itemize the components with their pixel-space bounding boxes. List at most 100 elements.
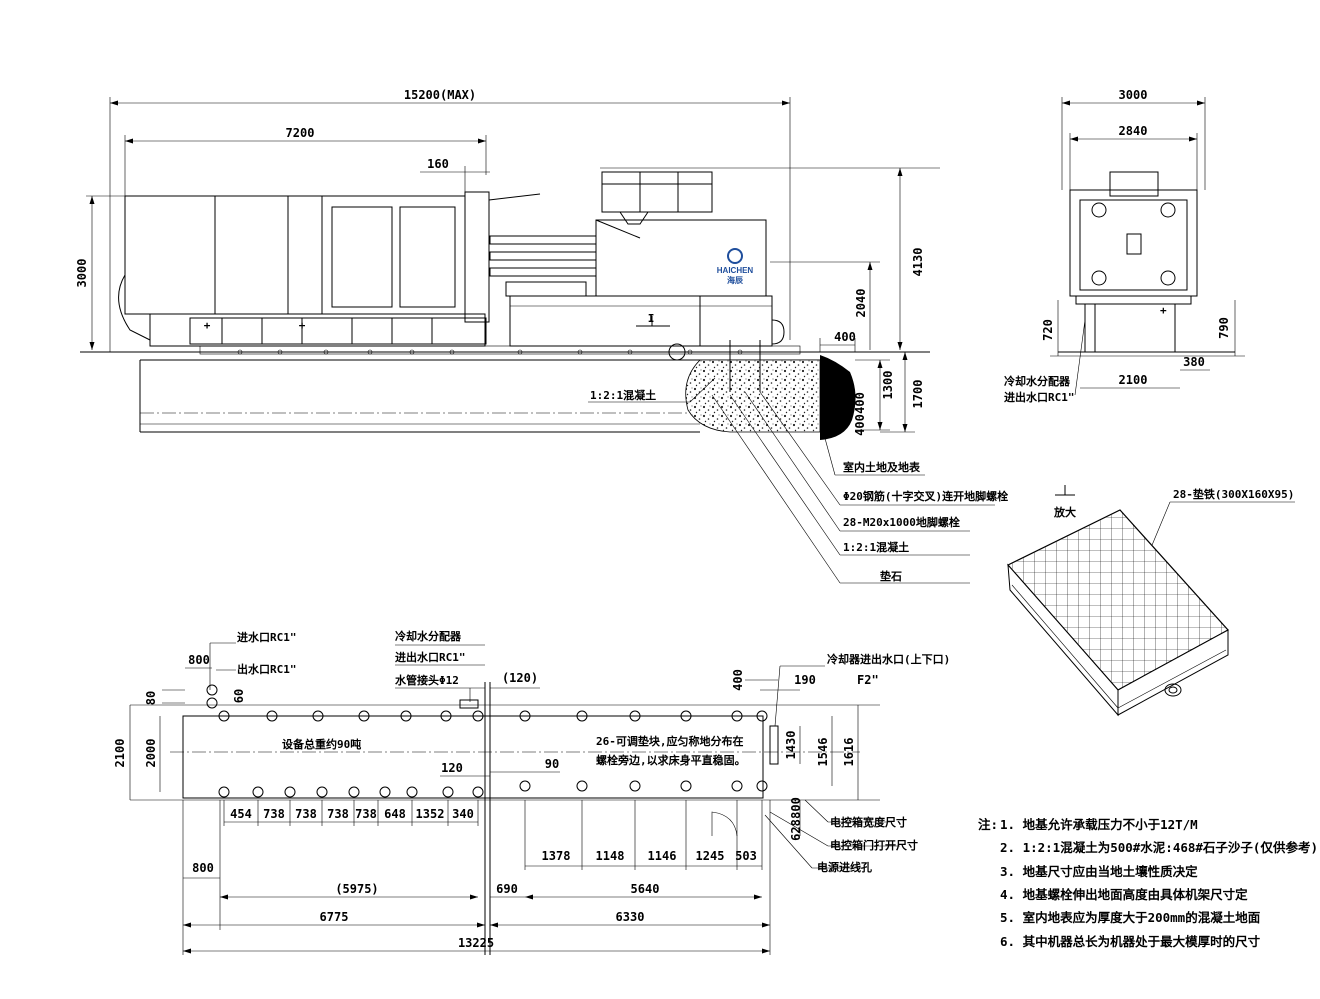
dim-plan-13225: 13225 xyxy=(458,936,494,950)
dim-end-720: 720 xyxy=(1041,319,1055,341)
dim-pit-width: 400 xyxy=(834,330,856,344)
right-seg-3: 1245 xyxy=(696,849,725,863)
right-seg-0: 1378 xyxy=(542,849,571,863)
leader-lines xyxy=(588,377,995,584)
end-view-machine: + xyxy=(1058,171,1235,396)
dim-plan-800-left: 800 xyxy=(192,861,214,875)
dim-end-380: 380 xyxy=(1183,355,1205,369)
label-cabinet-width: 电控箱宽度尺寸 xyxy=(830,815,907,829)
left-seg-6: 1352 xyxy=(416,807,445,821)
right-segment-row: 1378 1148 1146 1245 503 xyxy=(524,800,763,870)
label-pad-note-2: 螺栓旁边,以求床身平直稳固。 xyxy=(596,753,746,767)
dim-end-2100: 2100 xyxy=(1119,373,1148,387)
note-2: 2. 1:2:1混凝土为500#水泥:468#石子沙子(仅供参考) xyxy=(1000,840,1318,855)
logo-text-cn: 海辰 xyxy=(727,275,743,285)
base-frame: + + xyxy=(149,313,487,347)
dim-plan-1616: 1616 xyxy=(842,738,856,767)
end-plus-mark: + xyxy=(1160,304,1167,317)
right-seg-2: 1146 xyxy=(648,849,677,863)
label-water-io-end: 进出水口RC1" xyxy=(1004,390,1075,404)
label-concrete-left: 1:2:1混凝土 xyxy=(590,388,656,402)
label-water-out: 出水口RC1" xyxy=(237,662,297,676)
label-f2: F2" xyxy=(857,673,879,687)
left-seg-7: 340 xyxy=(452,807,474,821)
left-seg-1: 738 xyxy=(263,807,285,821)
dim-plan-1546: 1546 xyxy=(816,738,830,767)
label-hose: 水管接头Φ12 xyxy=(395,673,459,687)
left-seg-0: 454 xyxy=(230,807,252,821)
dim-end-3000: 3000 xyxy=(1119,88,1148,102)
side-view: 15200(MAX) 7200 160 3000 4130 2040 xyxy=(75,88,1008,584)
haichen-logo: HAICHEN 海辰 xyxy=(717,248,753,285)
note-6: 6. 其中机器总长为机器处于最大模厚时的尺寸 xyxy=(1000,934,1261,949)
dim-lines-vertical xyxy=(86,167,940,350)
note-5: 5. 室内地表应为厚度大于200mm的混凝土地面 xyxy=(1000,910,1261,925)
dim-lines-top xyxy=(109,97,791,352)
right-seg-4: 503 xyxy=(735,849,757,863)
dim-height-4130: 4130 xyxy=(911,248,925,277)
foundation-section xyxy=(80,340,930,440)
label-total-weight: 设备总重约90吨 xyxy=(282,737,361,751)
label-water-in: 进水口RC1" xyxy=(237,630,297,644)
label-pad-note-1: 26-可调垫块,应匀称地分布在 xyxy=(596,734,744,748)
dim-plan-6775: 6775 xyxy=(320,910,349,924)
dim-pit-1700: 1700 xyxy=(911,380,925,409)
note-1: 1. 地基允许承载压力不小于12T/M xyxy=(1000,817,1198,832)
dim-plan-628: 628 xyxy=(789,819,803,841)
label-cooling-io: 冷却器进出水口(上下口) xyxy=(827,652,950,666)
detail-mark-caption: 放大 xyxy=(1053,505,1076,519)
end-view: 3000 2840 720 790 2100 380 + 冷却水分配器 进出水口… xyxy=(1004,88,1245,404)
label-cooling-manifold-end: 冷却水分配器 xyxy=(1004,374,1071,388)
dim-offset-160: 160 xyxy=(427,157,449,171)
dim-plan-800-top: 800 xyxy=(188,653,210,667)
right-seg-1: 1148 xyxy=(596,849,625,863)
dim-plan-1430: 1430 xyxy=(784,731,798,760)
left-segment-row: 454 738 738 738 738 648 1352 340 xyxy=(223,800,479,826)
label-concrete-right: 1:2:1混凝土 xyxy=(843,540,909,554)
dim-plan-190: 190 xyxy=(794,673,816,687)
dim-plan-6330: 6330 xyxy=(616,910,645,924)
leveling-pad xyxy=(1007,509,1229,717)
dim-pit-1300: 1300 xyxy=(881,371,895,400)
dim-clamp-length: 7200 xyxy=(286,126,315,140)
dim-plan-800-cab: 800 xyxy=(789,797,803,819)
notes-prefix: 注: xyxy=(978,817,998,832)
left-seg-2: 738 xyxy=(295,807,317,821)
cabinet-leaders xyxy=(764,799,900,869)
plan-outline xyxy=(130,682,880,955)
dim-plan-80: 80 xyxy=(144,691,158,705)
left-seg-5: 648 xyxy=(384,807,406,821)
clamp-unit xyxy=(118,191,541,341)
plus-mark-1: + xyxy=(204,319,211,332)
plus-mark-2: + xyxy=(299,319,306,332)
detail-view: 放大 28-垫铁(300X160X95) xyxy=(1007,485,1295,717)
dim-plan-90: 90 xyxy=(545,757,559,771)
dim-plan-690: 690 xyxy=(496,882,518,896)
base-bolt-marks xyxy=(199,345,801,355)
detail-pad-label: 28-垫铁(300X160X95) xyxy=(1173,487,1294,501)
dim-plan-2000: 2000 xyxy=(144,739,158,768)
injection-unit xyxy=(489,171,785,347)
label-anchor-bolt: 28-M20x1000地脚螺栓 xyxy=(843,515,960,529)
notes: 注: 1. 地基允许承载压力不小于12T/M 2. 1:2:1混凝土为500#水… xyxy=(978,817,1318,949)
label-manifold-io: 进出水口RC1" xyxy=(395,650,466,664)
label-indoor-floor: 室内土地及地表 xyxy=(843,460,921,474)
plan-bottom-dims xyxy=(182,800,771,955)
plan-dim-lines xyxy=(129,667,859,836)
label-cable-hole: 电源进线孔 xyxy=(817,860,872,874)
side-section-mark: I xyxy=(648,312,655,325)
plan-bolts-bottom xyxy=(218,780,768,798)
dim-height-2040: 2040 xyxy=(854,289,868,318)
dim-plan-60: 60 xyxy=(232,689,246,703)
label-cabinet-door: 电控箱门打开尺寸 xyxy=(830,838,918,852)
dim-plan-400: 400 xyxy=(731,669,745,691)
dim-pit-400a: 400 xyxy=(853,414,867,436)
label-anchor-rebar: Φ20钢筋(十字交叉)连开地脚螺栓 xyxy=(843,489,1008,503)
label-gravel: 垫石 xyxy=(880,569,902,583)
end-view-dims xyxy=(1050,97,1245,389)
dim-end-2840: 2840 xyxy=(1119,124,1148,138)
section-mark xyxy=(636,316,670,327)
plan-water-ports xyxy=(206,642,825,765)
dim-overall-length: 15200(MAX) xyxy=(404,88,476,102)
